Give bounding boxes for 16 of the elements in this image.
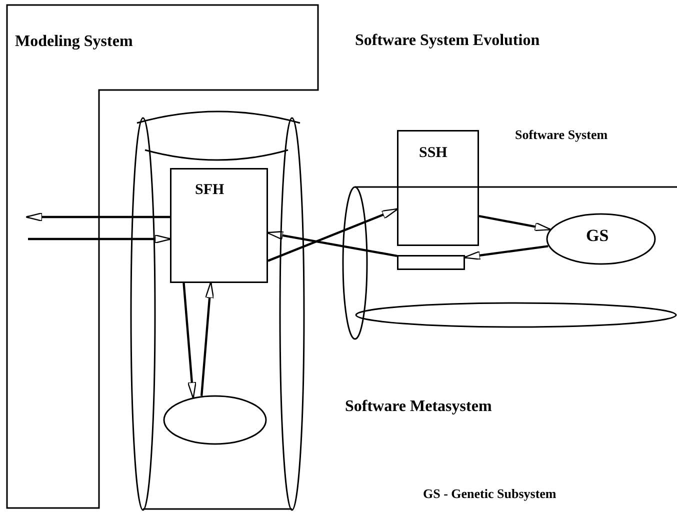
arrow (478, 215, 552, 232)
arrow (28, 234, 172, 244)
legend-note: GS - Genetic Subsystem (423, 487, 556, 502)
diagram-title: Software System Evolution (355, 32, 540, 50)
node-label: Modeling System (15, 33, 133, 51)
arrow (182, 282, 196, 399)
arrow (200, 281, 214, 396)
node-label: SFH (195, 182, 224, 198)
node-label: GS (586, 227, 609, 246)
arrow (25, 212, 170, 222)
arrow (268, 208, 399, 262)
node-label: SSH (419, 145, 448, 162)
system-label: Software Metasystem (345, 398, 492, 416)
arrow (266, 230, 398, 257)
system-label: Software System (515, 128, 608, 142)
arrow (463, 245, 548, 260)
